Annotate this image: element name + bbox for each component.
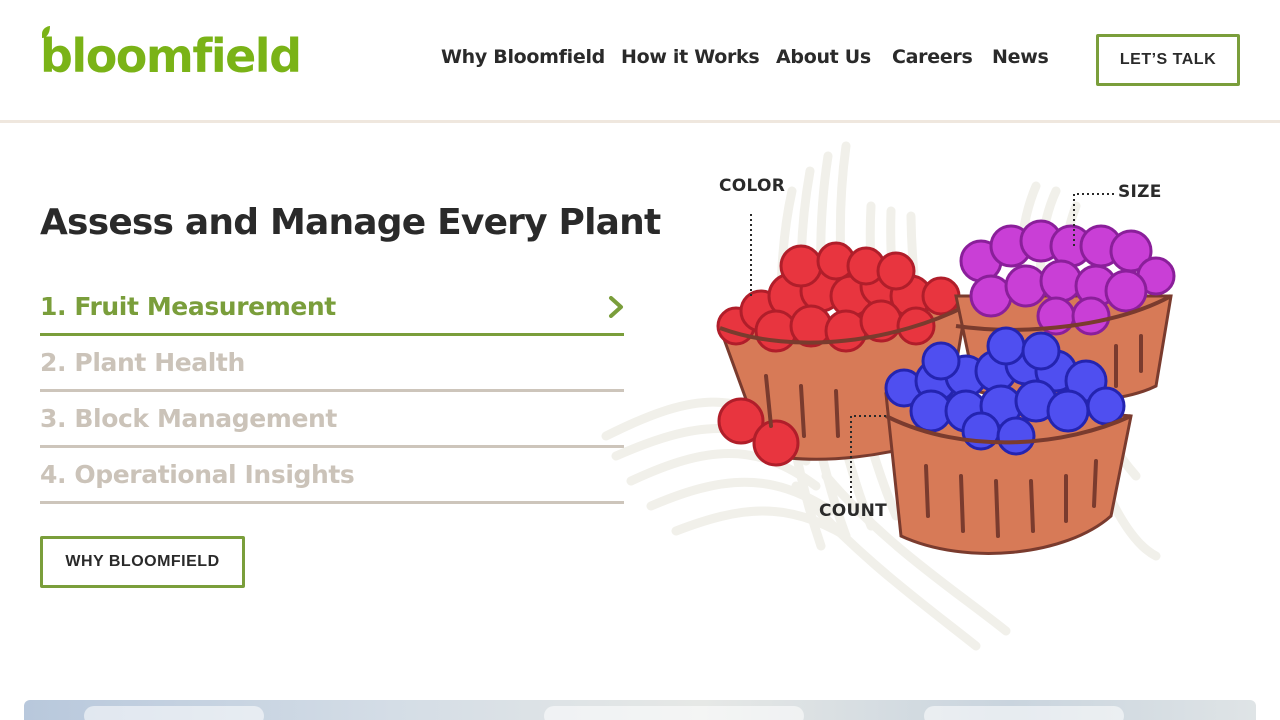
nav-how-it-works[interactable]: How it Works [621,46,760,68]
chevron-right-icon [609,296,623,318]
photo-cloud [924,706,1124,720]
feature-label: 4. Operational Insights [40,460,355,489]
logo-wordmark: bloomfield [40,29,302,83]
leaf-icon [42,26,50,38]
site-header: bloomfield Why Bloomfield How it Works A… [0,0,1280,120]
hero-photo-banner [24,700,1256,720]
feature-item-fruit-measurement[interactable]: 1. Fruit Measurement [40,280,624,336]
feature-item-block-management[interactable]: 3. Block Management [40,392,624,448]
callout-size: SIZE [1118,182,1162,202]
nav-news[interactable]: News [992,46,1049,68]
feature-label: 3. Block Management [40,404,337,433]
blue-basket [764,326,1143,555]
basket-slats [764,334,1143,538]
photo-cloud [544,706,804,720]
main-nav: Why Bloomfield How it Works About Us Car… [0,46,1280,76]
nav-why-bloomfield[interactable]: Why Bloomfield [441,46,605,68]
hero-title: Assess and Manage Every Plant [40,202,661,243]
nav-careers[interactable]: Careers [892,46,973,68]
header-divider [0,120,1280,123]
why-bloomfield-button[interactable]: WHY BLOOMFIELD [40,536,245,588]
berry-baskets-illustration: COLOR SIZE COUNT [596,136,1196,656]
nav-about-us[interactable]: About Us [776,46,871,68]
callout-color: COLOR [719,176,786,196]
callout-leaders [750,193,1116,498]
feature-item-plant-health[interactable]: 2. Plant Health [40,336,624,392]
feature-item-operational-insights[interactable]: 4. Operational Insights [40,448,624,504]
callout-count: COUNT [819,501,888,521]
feature-accordion: 1. Fruit Measurement 2. Plant Health 3. … [40,280,624,504]
feature-label: 1. Fruit Measurement [40,292,336,321]
loose-red-berries [717,397,800,467]
feature-label: 2. Plant Health [40,348,245,377]
bloomfield-logo[interactable]: bloomfield [38,26,302,86]
photo-cloud [84,706,264,720]
berry-baskets-graphic [601,141,1176,651]
lets-talk-button[interactable]: LET’S TALK [1096,34,1240,86]
